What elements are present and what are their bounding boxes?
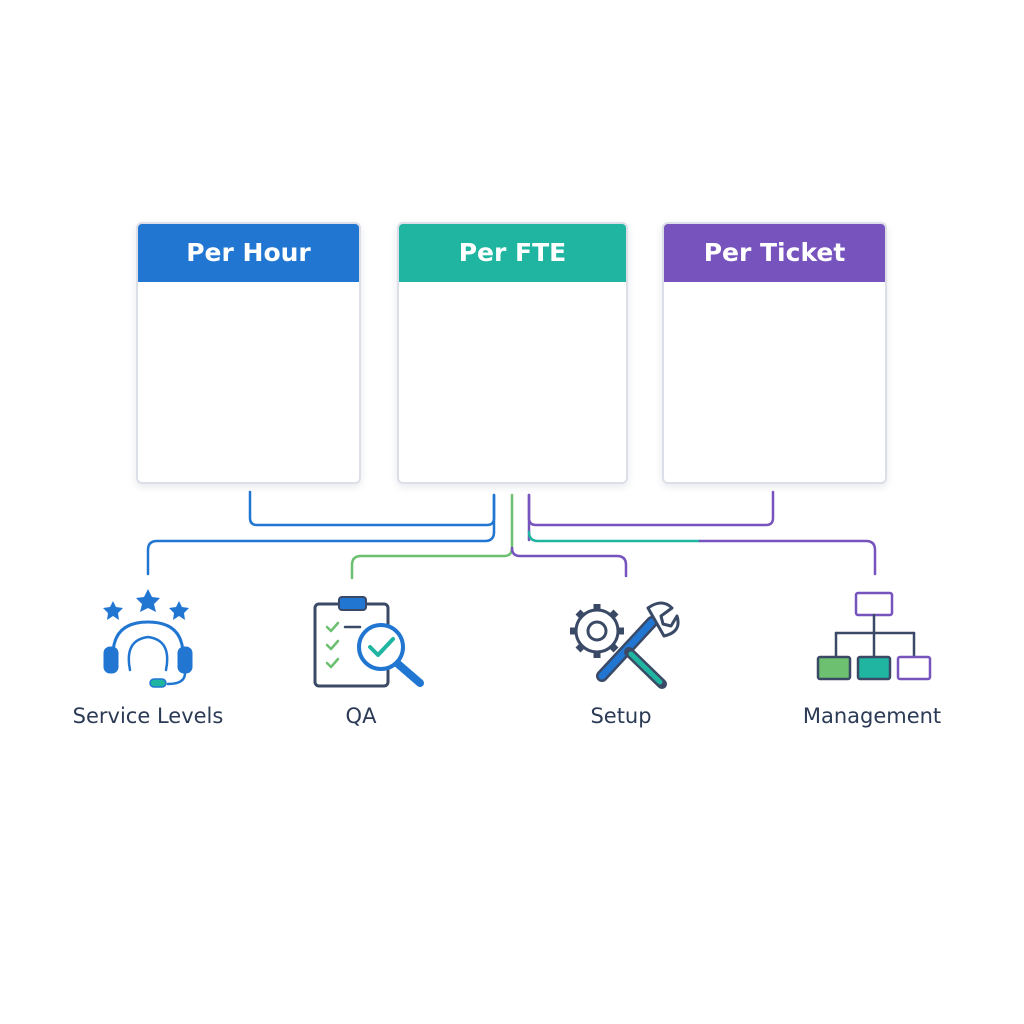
card-header-per-ticket: Per Ticket (664, 224, 885, 282)
connector-per-ticket (527, 490, 775, 527)
gear-wrench-icon (570, 601, 680, 689)
connector-to-setup (510, 546, 628, 578)
card-header-per-fte: Per FTE (399, 224, 626, 282)
feature-label-setup: Setup (590, 704, 652, 728)
card-per-fte: Per FTE (397, 222, 628, 484)
card-header-per-hour: Per Hour (138, 224, 359, 282)
clipboard-magnifier-icon (313, 596, 424, 688)
org-chart-icon (816, 591, 932, 681)
feature-label-management: Management (802, 704, 942, 728)
feature-label-service-levels: Service Levels (72, 704, 224, 728)
connector-to-service-levels (146, 530, 496, 576)
card-per-ticket: Per Ticket (662, 222, 887, 484)
connector-to-qa (350, 546, 514, 580)
connector-to-management-teal (527, 530, 702, 543)
headset-stars-icon (103, 589, 193, 688)
connector-to-management-purple (698, 539, 877, 576)
connector-per-hour (248, 490, 496, 527)
feature-label-qa: QA (345, 704, 377, 728)
card-per-hour: Per Hour (136, 222, 361, 484)
